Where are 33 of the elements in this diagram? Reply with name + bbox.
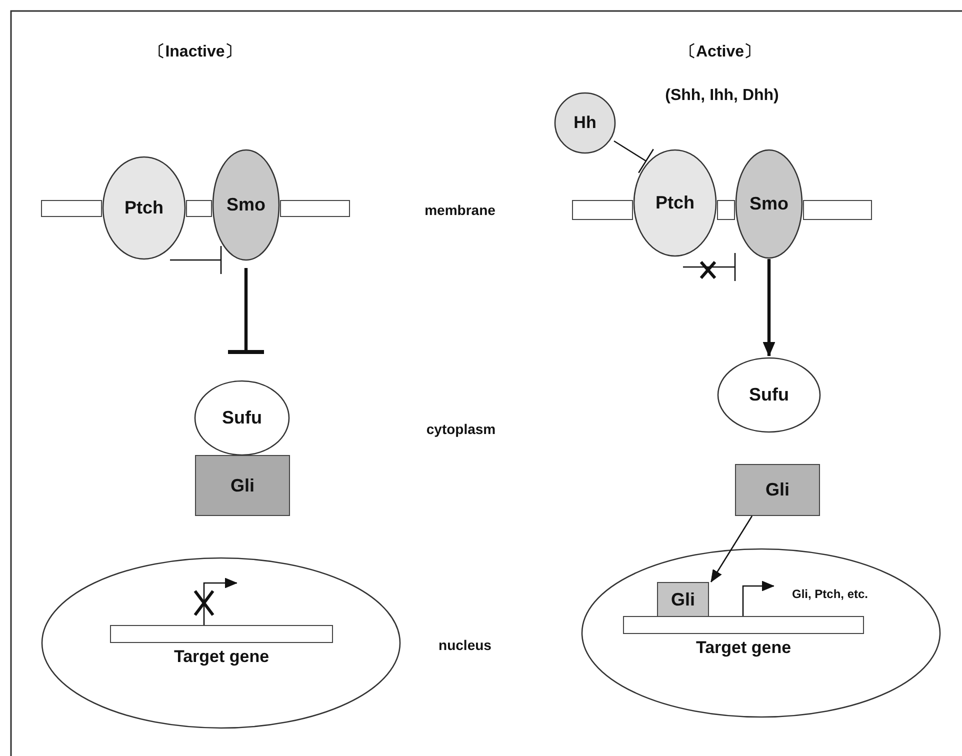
protein-name: Hh: [574, 113, 596, 133]
protein-name: Sufu: [222, 408, 262, 428]
protein-name: Ptch: [656, 192, 694, 214]
gene-label: Target gene: [696, 638, 792, 658]
membrane-segment: [572, 200, 633, 220]
section-heading: 〔Inactive〕: [149, 42, 241, 62]
arrow: [762, 259, 776, 356]
protein-box: Gli: [195, 455, 290, 516]
protein-name: Smo: [226, 194, 266, 216]
compartment-label: cytoplasm: [426, 421, 496, 437]
promoter-arrow: [203, 578, 238, 625]
protein-box: Gli: [735, 464, 820, 516]
promoter-arrow: [742, 580, 774, 616]
inhibition-line: [614, 140, 654, 174]
protein-name: Sufu: [749, 384, 789, 406]
compartment-label: membrane: [424, 202, 496, 218]
arrow: [710, 516, 753, 582]
protein-name: Ptch: [124, 198, 164, 218]
inhibition-line: [170, 245, 222, 275]
inhibition-line: [226, 268, 266, 354]
membrane-segment: [41, 200, 102, 217]
inhibition-line: [683, 252, 736, 282]
protein-box: Gli: [657, 582, 709, 617]
ligand-list: (Shh, Ihh, Dhh): [665, 87, 779, 105]
compartment-label: nucleus: [438, 637, 492, 653]
membrane-segment: [717, 200, 735, 220]
membrane-segment: [186, 200, 212, 217]
gene-label: Target gene: [174, 647, 270, 667]
membrane-segment: [280, 200, 350, 217]
protein-name: Smo: [750, 194, 788, 214]
target-gene-label: Gli, Ptch, etc.: [792, 587, 868, 601]
section-heading: 〔Active〕: [680, 42, 760, 62]
membrane-segment: [803, 200, 872, 220]
